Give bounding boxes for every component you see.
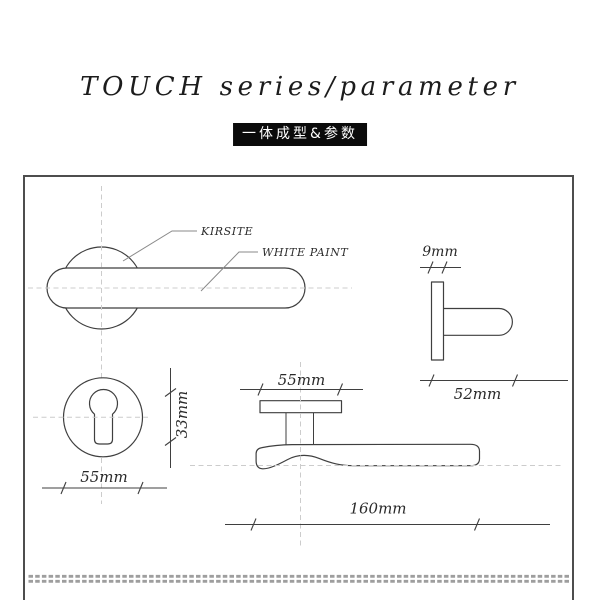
escutcheon-view bbox=[33, 377, 148, 458]
kirsite-annotation: KIRSITE bbox=[122, 225, 253, 262]
rose-side-profile bbox=[430, 281, 445, 361]
handle-neck-side bbox=[443, 307, 513, 336]
dim-tick bbox=[427, 261, 434, 274]
finish-label: WHITE PAINT bbox=[262, 246, 349, 259]
dim-tick bbox=[257, 383, 264, 396]
dim-rose-plate-width: 55mm bbox=[240, 371, 363, 396]
drawing-frame bbox=[23, 175, 574, 600]
dim-tick bbox=[137, 481, 144, 495]
dim-tick bbox=[164, 437, 177, 446]
dim-label: 9mm bbox=[422, 244, 457, 260]
dim-handle-depth: 52mm bbox=[420, 374, 568, 403]
dim-escutcheon-height: 33mm bbox=[164, 368, 191, 468]
page-title: TOUCH series/parameter bbox=[80, 72, 520, 102]
white-paint-annotation: WHITE PAINT bbox=[200, 246, 349, 292]
dim-tick bbox=[441, 261, 448, 274]
dim-label: 55mm bbox=[80, 468, 128, 486]
series-badge: 一体成型&参数 bbox=[233, 123, 367, 146]
dim-label: 55mm bbox=[278, 371, 326, 389]
rose-side-view bbox=[430, 281, 513, 361]
leader-line bbox=[122, 230, 197, 262]
dim-tick bbox=[511, 374, 519, 387]
handle-top-view bbox=[190, 362, 562, 546]
dim-rose-thickness: 9mm bbox=[420, 244, 461, 274]
dim-tick bbox=[164, 388, 177, 397]
handle-front-view bbox=[28, 186, 352, 504]
dim-label: 52mm bbox=[454, 385, 502, 403]
keyhole-cutout bbox=[88, 388, 119, 445]
dim-label: 33mm bbox=[173, 391, 191, 439]
dim-tick bbox=[250, 518, 257, 531]
material-label: KIRSITE bbox=[200, 225, 253, 238]
leader-line bbox=[200, 251, 258, 292]
dim-tick bbox=[336, 383, 344, 396]
dim-tick bbox=[60, 481, 67, 495]
dim-label: 160mm bbox=[349, 500, 406, 518]
dim-tick bbox=[473, 518, 481, 531]
dim-tick bbox=[428, 374, 435, 387]
dim-handle-length: 160mm bbox=[225, 500, 550, 531]
bottom-hatch-rule bbox=[28, 574, 570, 583]
lever-top-profile bbox=[255, 443, 481, 470]
dim-escutcheon-diameter: 55mm bbox=[42, 468, 167, 495]
